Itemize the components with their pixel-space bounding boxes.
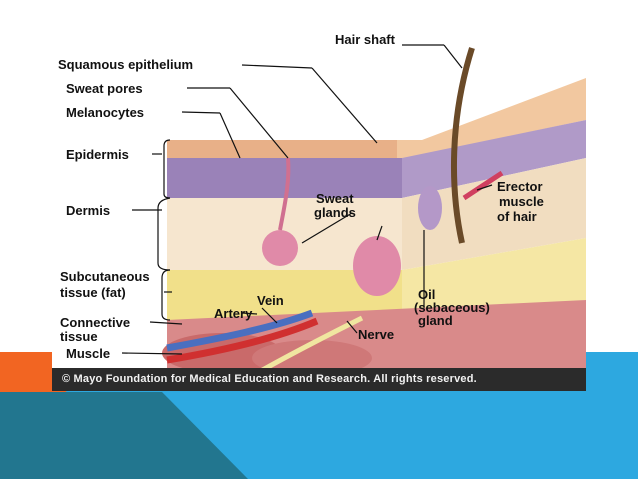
label-oil-sebaceous: (sebaceous)	[414, 300, 490, 315]
dermis-side	[402, 158, 586, 270]
label-melanocytes: Melanocytes	[66, 105, 145, 120]
copyright-caption: © Mayo Foundation for Medical Education …	[52, 368, 586, 391]
erector-muscle-shape	[462, 170, 504, 201]
epidermis-layer	[167, 158, 402, 198]
label-erector-muscle: muscle	[499, 194, 544, 209]
label-sweat-glands: glands	[314, 205, 356, 220]
label-vein: Vein	[257, 293, 284, 308]
sweat-gland-coil	[262, 230, 298, 266]
label-subcutaneous: Subcutaneous	[60, 269, 150, 284]
teal-triangle	[0, 392, 248, 479]
sweat-duct	[278, 157, 291, 231]
label-oil: Oil	[418, 287, 436, 302]
epidermis-side	[402, 120, 586, 198]
label-connective-tissue: tissue	[60, 329, 98, 344]
label-subcutaneous-fat: tissue (fat)	[60, 285, 126, 300]
label-dermis: Dermis	[66, 203, 111, 218]
skin-cross-section-illustration	[121, 44, 586, 379]
label-erector-of-hair: of hair	[497, 209, 537, 224]
label-artery: Artery	[214, 306, 253, 321]
skin-surface-front	[167, 140, 397, 158]
skin-surface	[167, 78, 586, 158]
label-epidermis: Epidermis	[66, 147, 129, 162]
label-connective: Connective	[60, 315, 131, 330]
vein-vessel	[166, 309, 314, 352]
label-oil-gland: gland	[418, 313, 453, 328]
fat-side	[402, 238, 586, 320]
muscle-fiber	[252, 340, 372, 376]
pointer-lines	[121, 44, 493, 355]
label-sweat: Sweat	[316, 191, 354, 206]
label-muscle: Muscle	[66, 346, 111, 361]
layer-brackets	[157, 139, 171, 321]
label-squamous-epithelium: Squamous epithelium	[58, 57, 194, 72]
oil-gland-shape	[418, 186, 442, 230]
label-hair-shaft: Hair shaft	[335, 32, 395, 47]
skin-anatomy-figure: Hair shaft Squamous epithelium Sweat por…	[52, 8, 586, 391]
sweat-gland-coil	[353, 236, 401, 296]
label-nerve: Nerve	[358, 327, 395, 342]
fat-layer	[167, 270, 402, 320]
label-erector: Erector	[497, 179, 543, 194]
artery-vessel	[166, 317, 319, 364]
label-sweat-pores: Sweat pores	[66, 81, 143, 96]
hair-shaft	[451, 47, 475, 244]
